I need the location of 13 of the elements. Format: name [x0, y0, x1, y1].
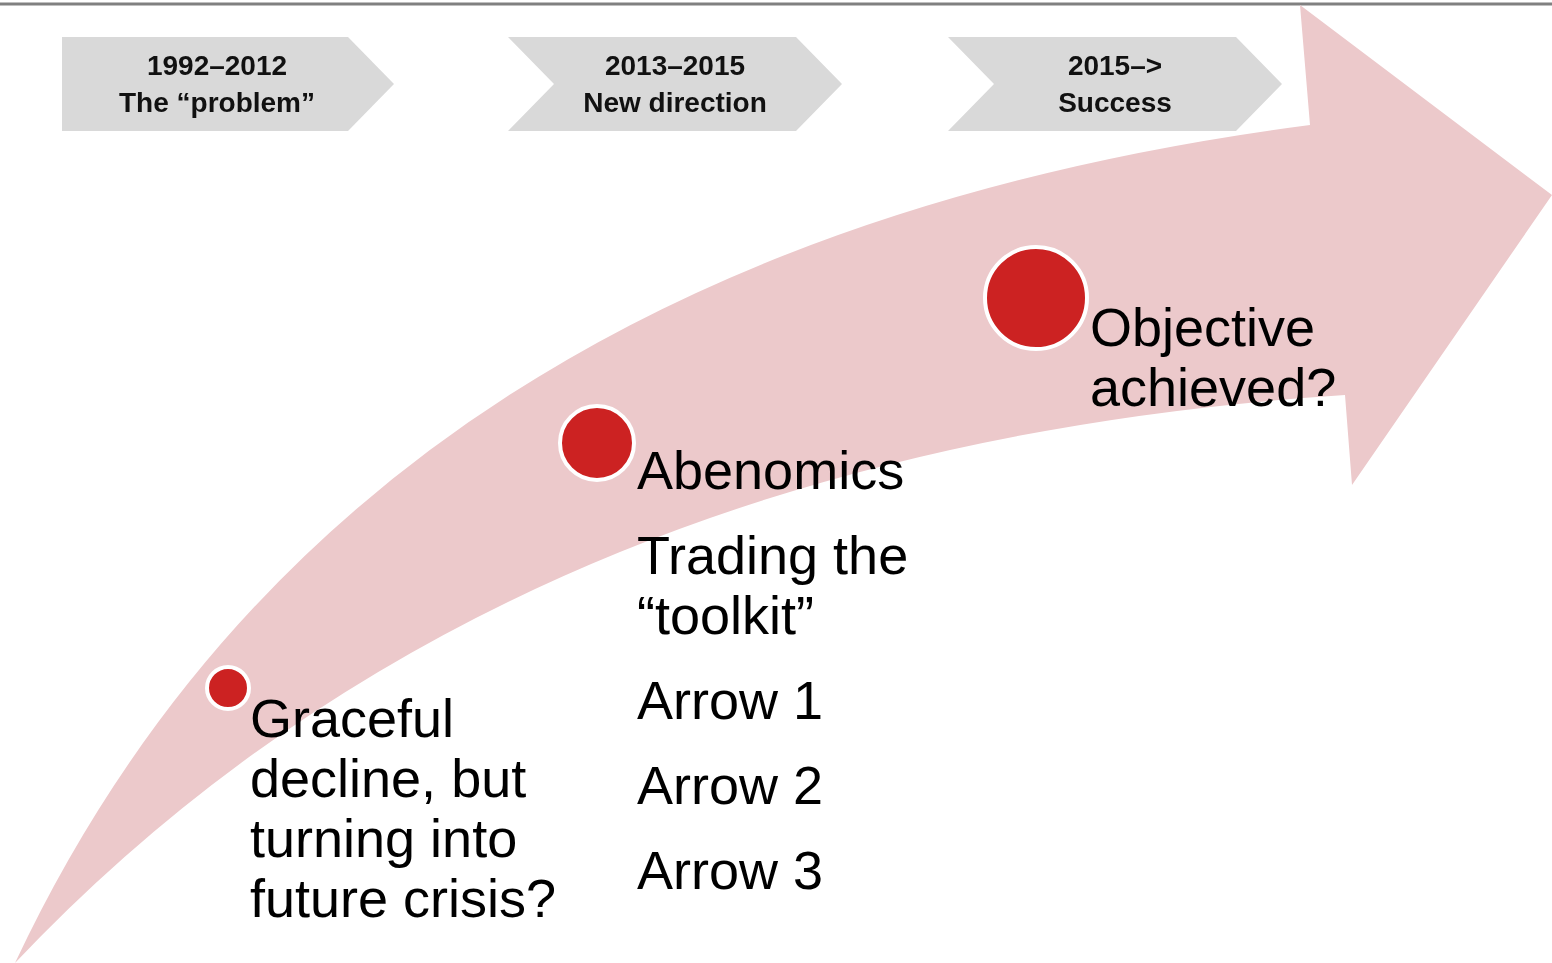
milestone-note: Arrow 2: [637, 755, 825, 815]
milestone-label: Abenomics: [637, 440, 906, 500]
phase-title: New direction: [582, 86, 768, 120]
milestone-note: Arrow 3: [637, 840, 825, 900]
milestone-label: Objective achieved?: [1090, 297, 1338, 417]
phase-title: The “problem”: [118, 86, 316, 120]
milestone-note: Trading the “toolkit”: [637, 525, 910, 645]
phase-years: 2015–>: [1066, 49, 1164, 83]
milestone-note: Arrow 1: [637, 670, 825, 730]
milestone-label: Graceful decline, but turning into future crisis?: [250, 688, 558, 928]
phase-years: 1992–2012: [145, 49, 289, 83]
phase-years: 2013–2015: [603, 49, 747, 83]
phase-title: Success: [1057, 86, 1173, 120]
